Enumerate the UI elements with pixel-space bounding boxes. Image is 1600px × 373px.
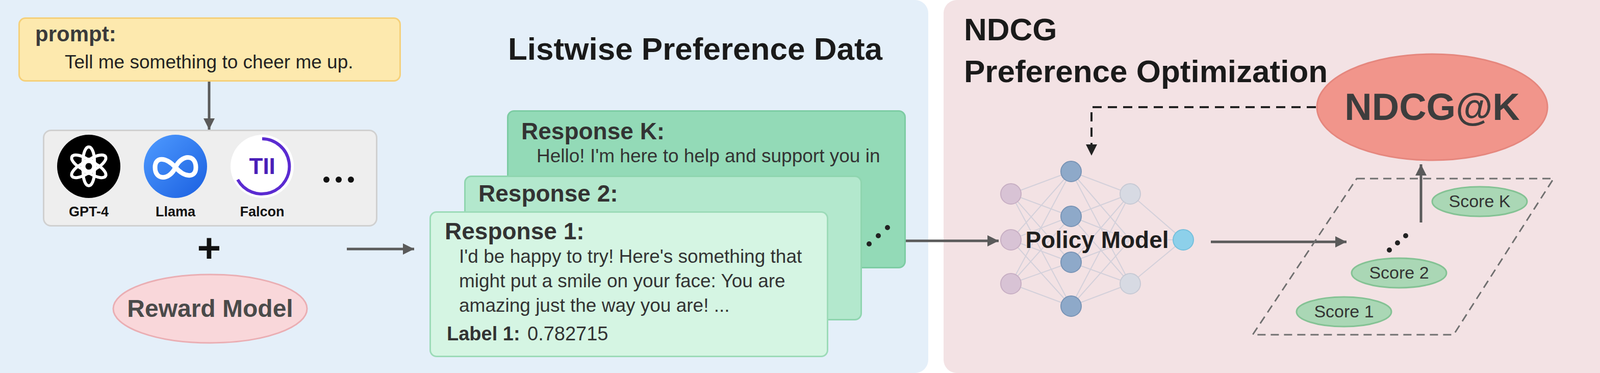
panel-heading: NDCG [963, 11, 1058, 48]
score-dots [1386, 233, 1409, 253]
network-links [1010, 171, 1184, 307]
neural-network [1000, 161, 1194, 317]
falcon-logo [230, 134, 294, 198]
ellipse-shape [1296, 296, 1392, 327]
hidden-neurons [1120, 183, 1141, 294]
panel-heading: Listwise Preference Data [508, 30, 883, 67]
logo-disc [143, 134, 208, 198]
text-slot: Falcon [240, 204, 285, 220]
node-text: Score 1 [1313, 301, 1374, 322]
text-slot: Response K: [521, 117, 665, 145]
panel: Listwise Preference Data prompt: Tell me s… [0, 0, 929, 373]
node-text: prompt: [35, 21, 117, 47]
panel-heading: Preference Optimization [963, 53, 1328, 90]
node-text: NDCG@K [1344, 85, 1520, 129]
text-slot: NDCG [963, 11, 1058, 48]
more-dots [323, 176, 354, 183]
node-text: Hello! I'm here to help and support you … [536, 146, 880, 167]
text-slot: prompt: [35, 21, 117, 47]
text-slot: Preference Optimization [963, 53, 1328, 90]
node-text: Llama [155, 204, 196, 220]
text-slot: Listwise Preference Data [508, 30, 883, 67]
ellipse-shape [1432, 186, 1528, 217]
node-text: Falcon [240, 204, 285, 220]
logo-loop [155, 157, 196, 178]
node-text: Response 2: [478, 180, 619, 208]
logo-ring [237, 138, 290, 194]
node-text: Label 1: [446, 322, 521, 346]
output-neuron [1173, 229, 1194, 250]
node-text: Score 2 [1368, 262, 1429, 283]
node-text: Response K: [521, 117, 665, 145]
node-text: Score K [1449, 191, 1511, 212]
flow-arrow [208, 81, 211, 130]
label-slot: TII [249, 154, 276, 179]
node-text: Tell me something to cheer me up. [64, 51, 354, 74]
score-ellipse: Score 2 [1350, 257, 1448, 289]
logo-knot [69, 146, 109, 186]
input-neurons [1000, 183, 1022, 294]
response-card: Response 1:I'd be happy to try! Here's s… [429, 211, 829, 358]
node-text: Reward Model [127, 294, 293, 323]
prompt-box: prompt: Tell me something to cheer me up. [18, 17, 401, 82]
dashed-arrow [1091, 107, 1316, 156]
logo-text: TII [249, 154, 276, 179]
node-text: Policy Model [1025, 226, 1169, 254]
node-text: GPT-4 [68, 204, 109, 220]
text-slot: Response 1: [444, 217, 585, 245]
ellipse-shape [1316, 54, 1548, 161]
ellipse-shape [1351, 258, 1447, 288]
hidden-neurons [1060, 161, 1082, 317]
logo-disc [230, 134, 294, 198]
score-plane [1252, 178, 1554, 335]
label-slot: + [197, 225, 222, 271]
text-slot: Llama [155, 204, 196, 220]
score-ellipse: Score K [1431, 185, 1529, 218]
text-slot: Response 2: [478, 180, 619, 208]
metric-ellipse: NDCG@K [1315, 53, 1549, 162]
node-text: I'd be happy to try! Here's something th… [459, 244, 817, 318]
stack-dots [866, 224, 891, 247]
panel: NDCG Preference OptimizationPolicy Model N… [943, 0, 1600, 373]
text-slot: I'd be happy to try! Here's something th… [459, 244, 817, 318]
flow-arrow [1419, 164, 1423, 223]
logo-disc [57, 134, 121, 198]
text-slot: 0.782715 [527, 322, 609, 346]
model-group: GPT-4 Llama Falcon [42, 129, 378, 227]
plus-sign: + [197, 225, 222, 271]
flow-arrow [346, 247, 415, 251]
node-text: Response 1: [444, 217, 585, 245]
node-text: 0.782715 [527, 322, 609, 346]
ellipse-shape [113, 274, 308, 343]
text-slot: Hello! I'm here to help and support you … [536, 146, 880, 167]
flow-arrow [905, 239, 999, 243]
openai-logo [57, 134, 121, 198]
policy-model: Policy Model [998, 155, 1196, 324]
text-slot: GPT-4 [68, 204, 109, 220]
text-slot: Tell me something to cheer me up. [64, 51, 354, 74]
meta-logo [143, 134, 208, 198]
text-slot: Label 1: [446, 322, 521, 346]
score-ellipse: Score 1 [1295, 295, 1393, 328]
reward-model-ellipse: Reward Model [112, 273, 309, 344]
flow-arrow [1210, 240, 1347, 244]
